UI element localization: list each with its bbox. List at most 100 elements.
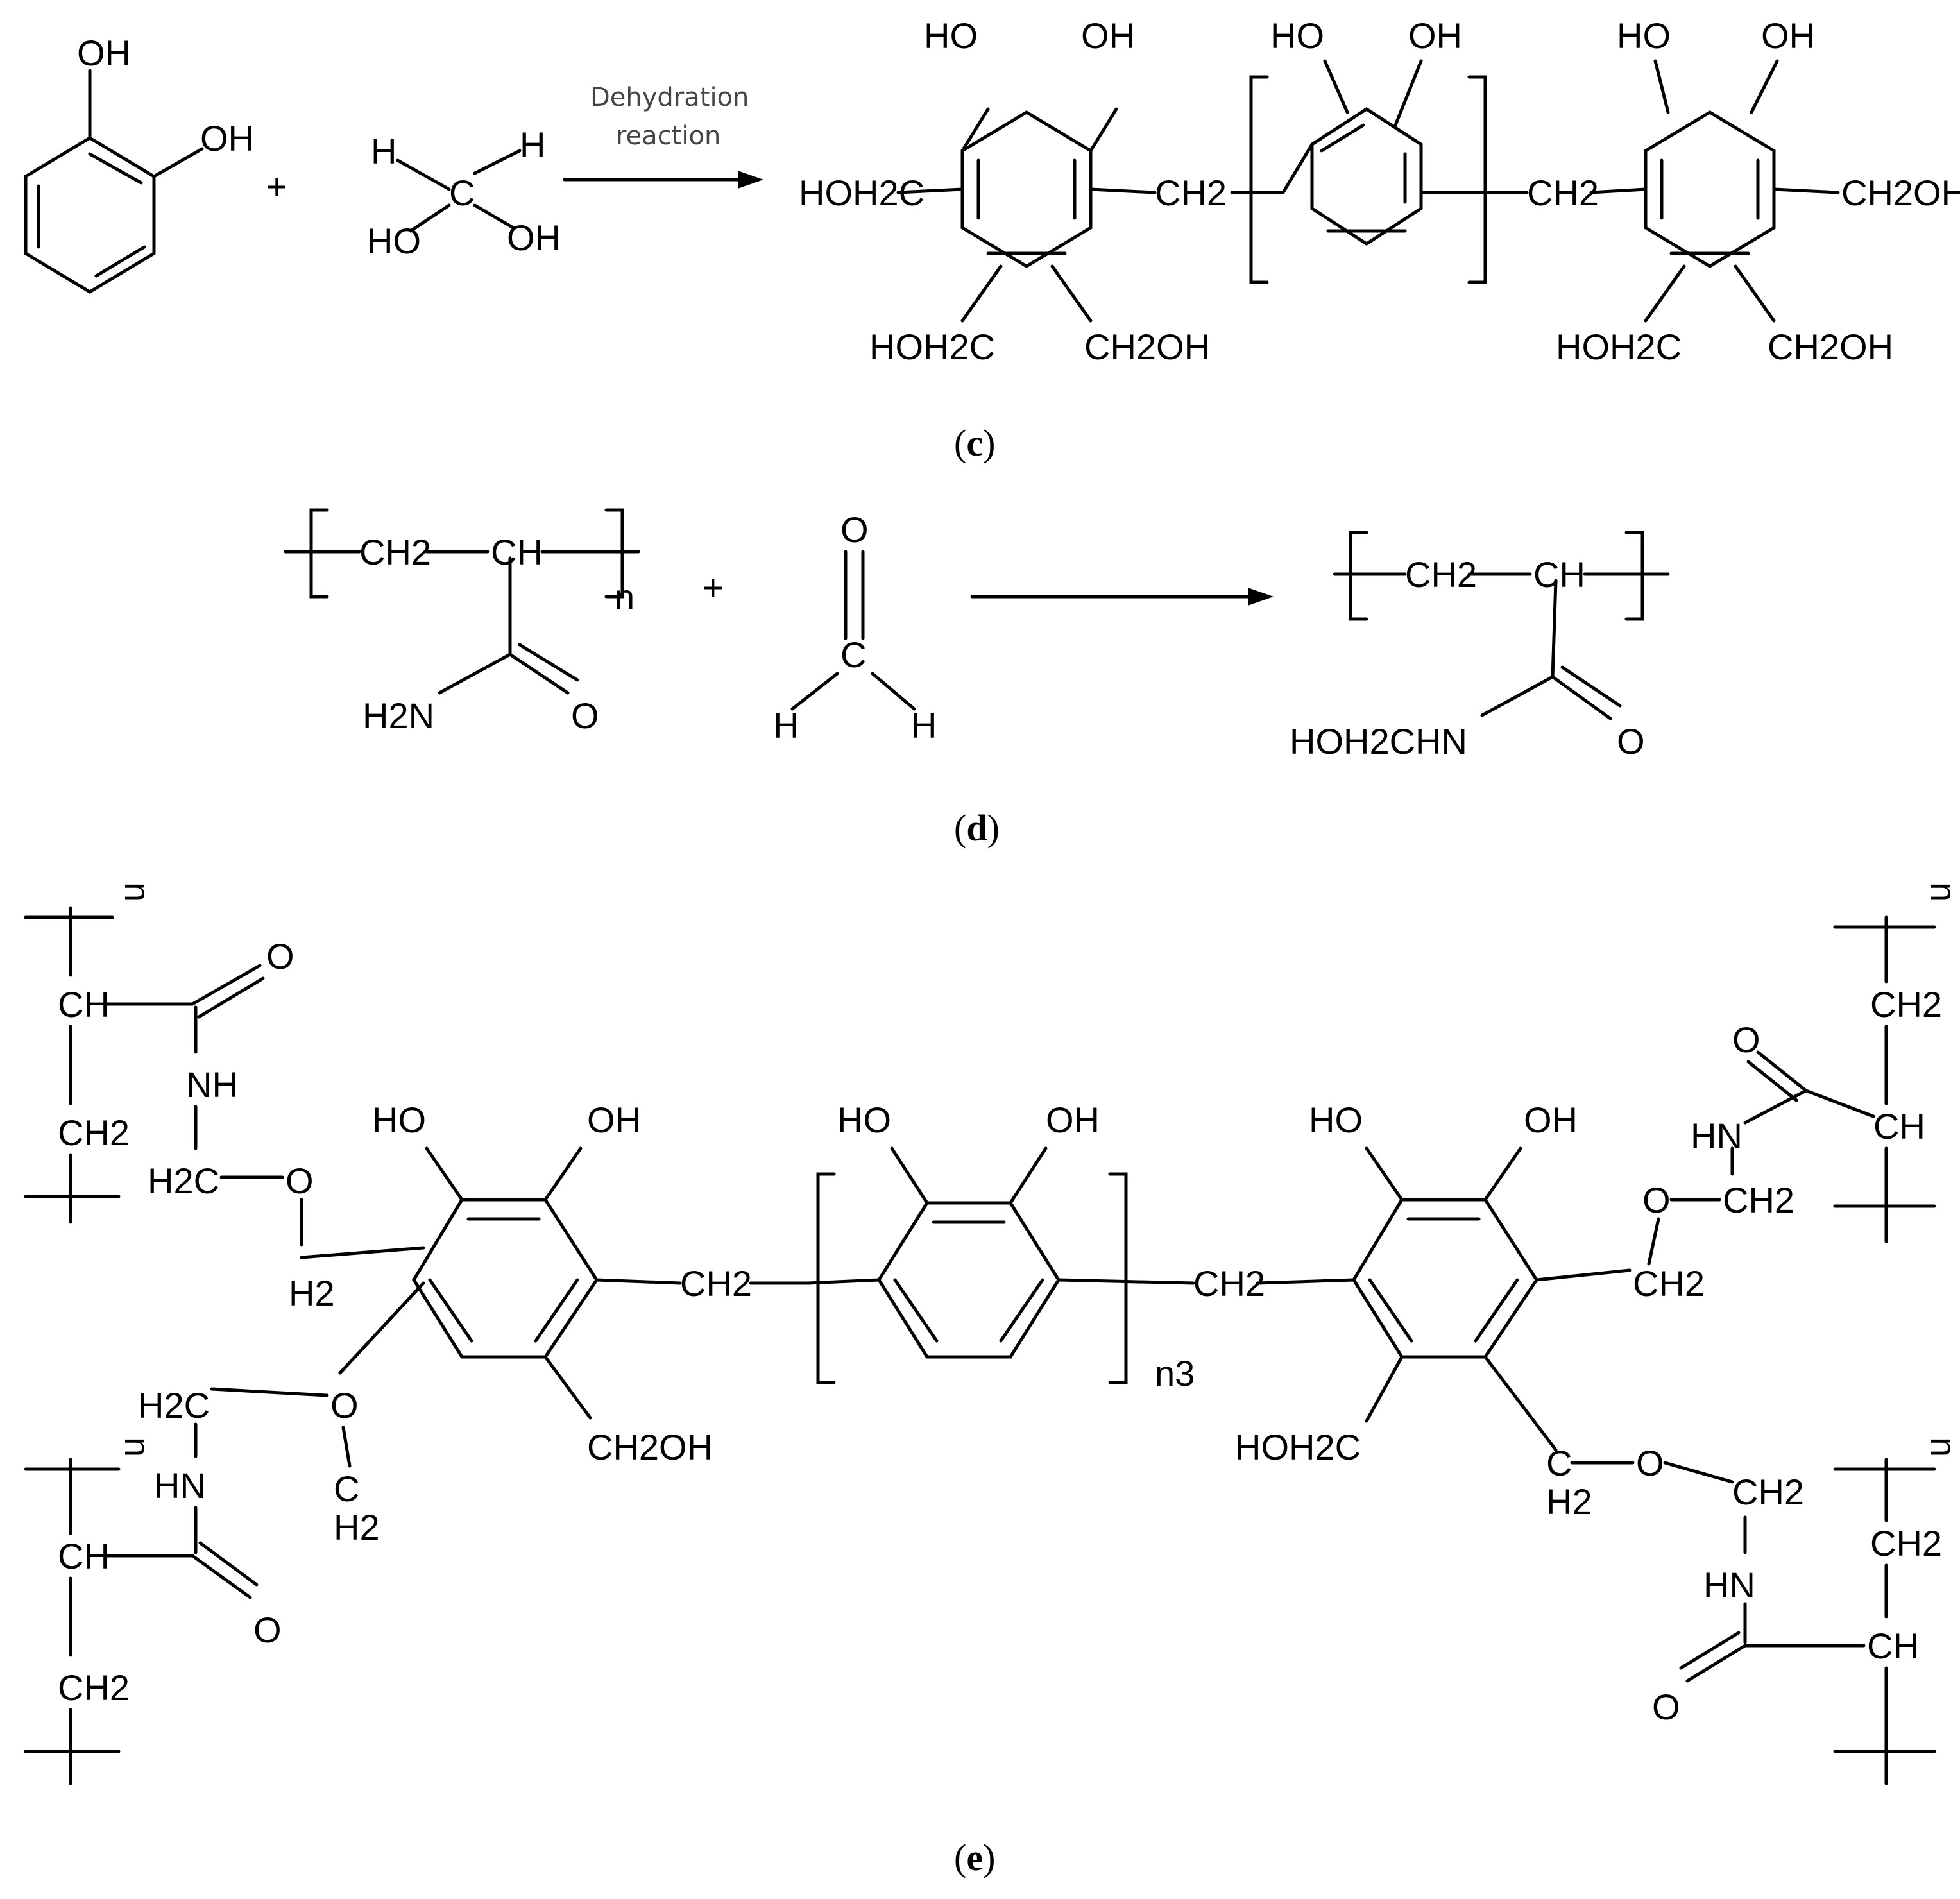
formaldehyde-molecule: O C H H (773, 509, 937, 745)
pam-chain-bottom-right: C H2 O CH2 HN O CH CH2 n (1546, 1437, 1960, 1785)
pam-ch2: CH2 (359, 532, 431, 572)
pam-chain-top-right: CH2 O CH2 HN O CH CH2 n (1633, 882, 1960, 1304)
e-br-o: O (1652, 1687, 1680, 1727)
e-tl-o: O (266, 936, 294, 976)
e-tl-o-ether: O (285, 1161, 314, 1201)
e-bl-ch: CH (58, 1536, 110, 1576)
formaldehyde-h-left: H (773, 705, 799, 745)
plus-sign-c: + (266, 166, 287, 207)
e-br-o-ether: O (1636, 1443, 1664, 1483)
methanediol-c: C (449, 173, 475, 213)
mpam-ch2: CH2 (1405, 554, 1477, 595)
caption-d: (d) (954, 807, 1000, 849)
pam-chain-bottom-left: O H2C C H2 HN O n CH CH2 (24, 1281, 425, 1785)
product-c-ho-3: HO (1617, 15, 1671, 56)
e-br-ch2: CH2 (1732, 1472, 1804, 1512)
e-tr-ch2: CH2 (1723, 1180, 1794, 1220)
e-bl-ch2: CH2 (58, 1667, 130, 1708)
e-br-ch: CH (1867, 1626, 1919, 1666)
mpam-ch: CH (1533, 554, 1585, 595)
e-tr-ch: CH (1873, 1106, 1925, 1146)
product-c-ch2oh-2: CH2OH (1841, 173, 1960, 213)
e-tl-nh: NH (186, 1064, 238, 1105)
e-oh-1: OH (587, 1100, 641, 1140)
pam-ch: CH (491, 532, 543, 572)
e-tl-h2: H2 (289, 1273, 335, 1313)
catechol-molecule: OH OH (24, 33, 254, 294)
caption-c: (c) (954, 422, 995, 464)
e-bl-h2c: H2C (138, 1385, 210, 1426)
product-c-ho-1: HO (924, 15, 978, 56)
e-ho-1: HO (372, 1100, 426, 1140)
e-ho-2: HO (837, 1100, 891, 1140)
product-c-hoh2c-1: HOH2C (799, 173, 925, 213)
reaction-arrow-c: Dehydration reaction (563, 83, 763, 189)
e-bl-o-ether: O (330, 1385, 359, 1426)
product-c-ch2-left: CH2 (1155, 173, 1227, 213)
e-tr-hn: HN (1691, 1116, 1743, 1156)
e-hoh2c-right: HOH2C (1235, 1427, 1361, 1467)
e-br-ch2-upper: CH2 (1870, 1523, 1942, 1563)
e-br-h2: H2 (1546, 1481, 1592, 1522)
formaldehyde-h-right: H (911, 705, 937, 745)
product-c-ch2-right: CH2 (1527, 173, 1599, 213)
e-tr-ch2-link: CH2 (1633, 1263, 1705, 1304)
product-c-hoh2c-2: HOH2C (869, 327, 995, 367)
product-c-hoh2c-3: HOH2C (1556, 327, 1682, 367)
product-c-ch2oh-3: CH2OH (1768, 327, 1893, 367)
e-bl-n: n (117, 1437, 158, 1457)
e-tr-o-ether: O (1642, 1180, 1671, 1220)
e-right-ring: HO OH HOH2C (1235, 1100, 1632, 1467)
mpam-hoh2chn: HOH2CHN (1290, 721, 1467, 762)
methanediol-h-left: H (371, 131, 396, 171)
e-bl-o: O (253, 1610, 282, 1650)
e-central-catechol: HO OH n3 CH2 (749, 1100, 1265, 1393)
pam-n: n (615, 577, 635, 617)
formaldehyde-c: C (840, 634, 866, 675)
e-ch2-left: CH2 (680, 1263, 752, 1304)
product-c-molecule: HO OH HOH2C CH2 HOH2C CH2OH HO OH CH2 (799, 15, 1960, 367)
catechol-oh-right: OH (200, 118, 254, 158)
e-ch2-right: CH2 (1193, 1263, 1265, 1304)
panel-d: CH2 CH n H2N O + O C H H (284, 508, 1670, 849)
e-br-hn: HN (1703, 1565, 1755, 1605)
reaction-arrow-d (970, 588, 1274, 606)
e-br-n: n (1923, 1437, 1960, 1457)
arrow-label-reaction: reaction (616, 121, 720, 151)
e-tr-o: O (1732, 1019, 1760, 1060)
methanediol-ho: HO (367, 221, 421, 261)
e-tl-n: n (117, 882, 158, 902)
catechol-oh-top: OH (77, 33, 131, 73)
mpam-o: O (1617, 721, 1645, 762)
e-tr-n: n (1923, 882, 1960, 902)
e-bl-hn: HN (154, 1465, 206, 1506)
e-bl-h2: H2 (334, 1507, 380, 1547)
pam-o: O (571, 695, 599, 736)
methanediol-h-right: H (520, 124, 545, 165)
product-c-oh-3: OH (1761, 15, 1815, 56)
caption-e: (e) (954, 1837, 995, 1878)
product-c-oh-2: OH (1408, 15, 1462, 56)
e-tl-ch2: CH2 (58, 1112, 130, 1153)
methanediol-oh: OH (507, 217, 561, 258)
e-tl-h2c: H2C (148, 1161, 219, 1201)
product-c-ch2oh-1: CH2OH (1084, 327, 1210, 367)
e-tl-ch: CH (58, 984, 110, 1025)
e-n3: n3 (1155, 1353, 1195, 1393)
e-oh-2: OH (1046, 1100, 1100, 1140)
panel-e: n CH O NH CH2 H2C O H2 O H2C (24, 882, 1960, 1878)
e-ch2oh-left: CH2OH (587, 1427, 713, 1467)
e-oh-3: OH (1524, 1100, 1578, 1140)
e-ho-3: HO (1309, 1100, 1363, 1140)
methanediol-molecule: H H C HO OH (367, 124, 561, 261)
e-bl-c: C (334, 1469, 359, 1509)
methylol-polyacrylamide-molecule: CH2 CH HOH2CHN O (1290, 531, 1670, 762)
pam-chain-top-left: n CH O NH CH2 H2C O H2 (24, 882, 425, 1313)
formaldehyde-o: O (840, 509, 869, 550)
polyacrylamide-molecule: CH2 CH n H2N O (284, 508, 640, 736)
product-c-oh-1: OH (1081, 15, 1135, 56)
arrow-label-dehydration: Dehydration (590, 83, 749, 112)
pam-h2n: H2N (362, 695, 434, 736)
product-c-ho-2: HO (1270, 15, 1324, 56)
